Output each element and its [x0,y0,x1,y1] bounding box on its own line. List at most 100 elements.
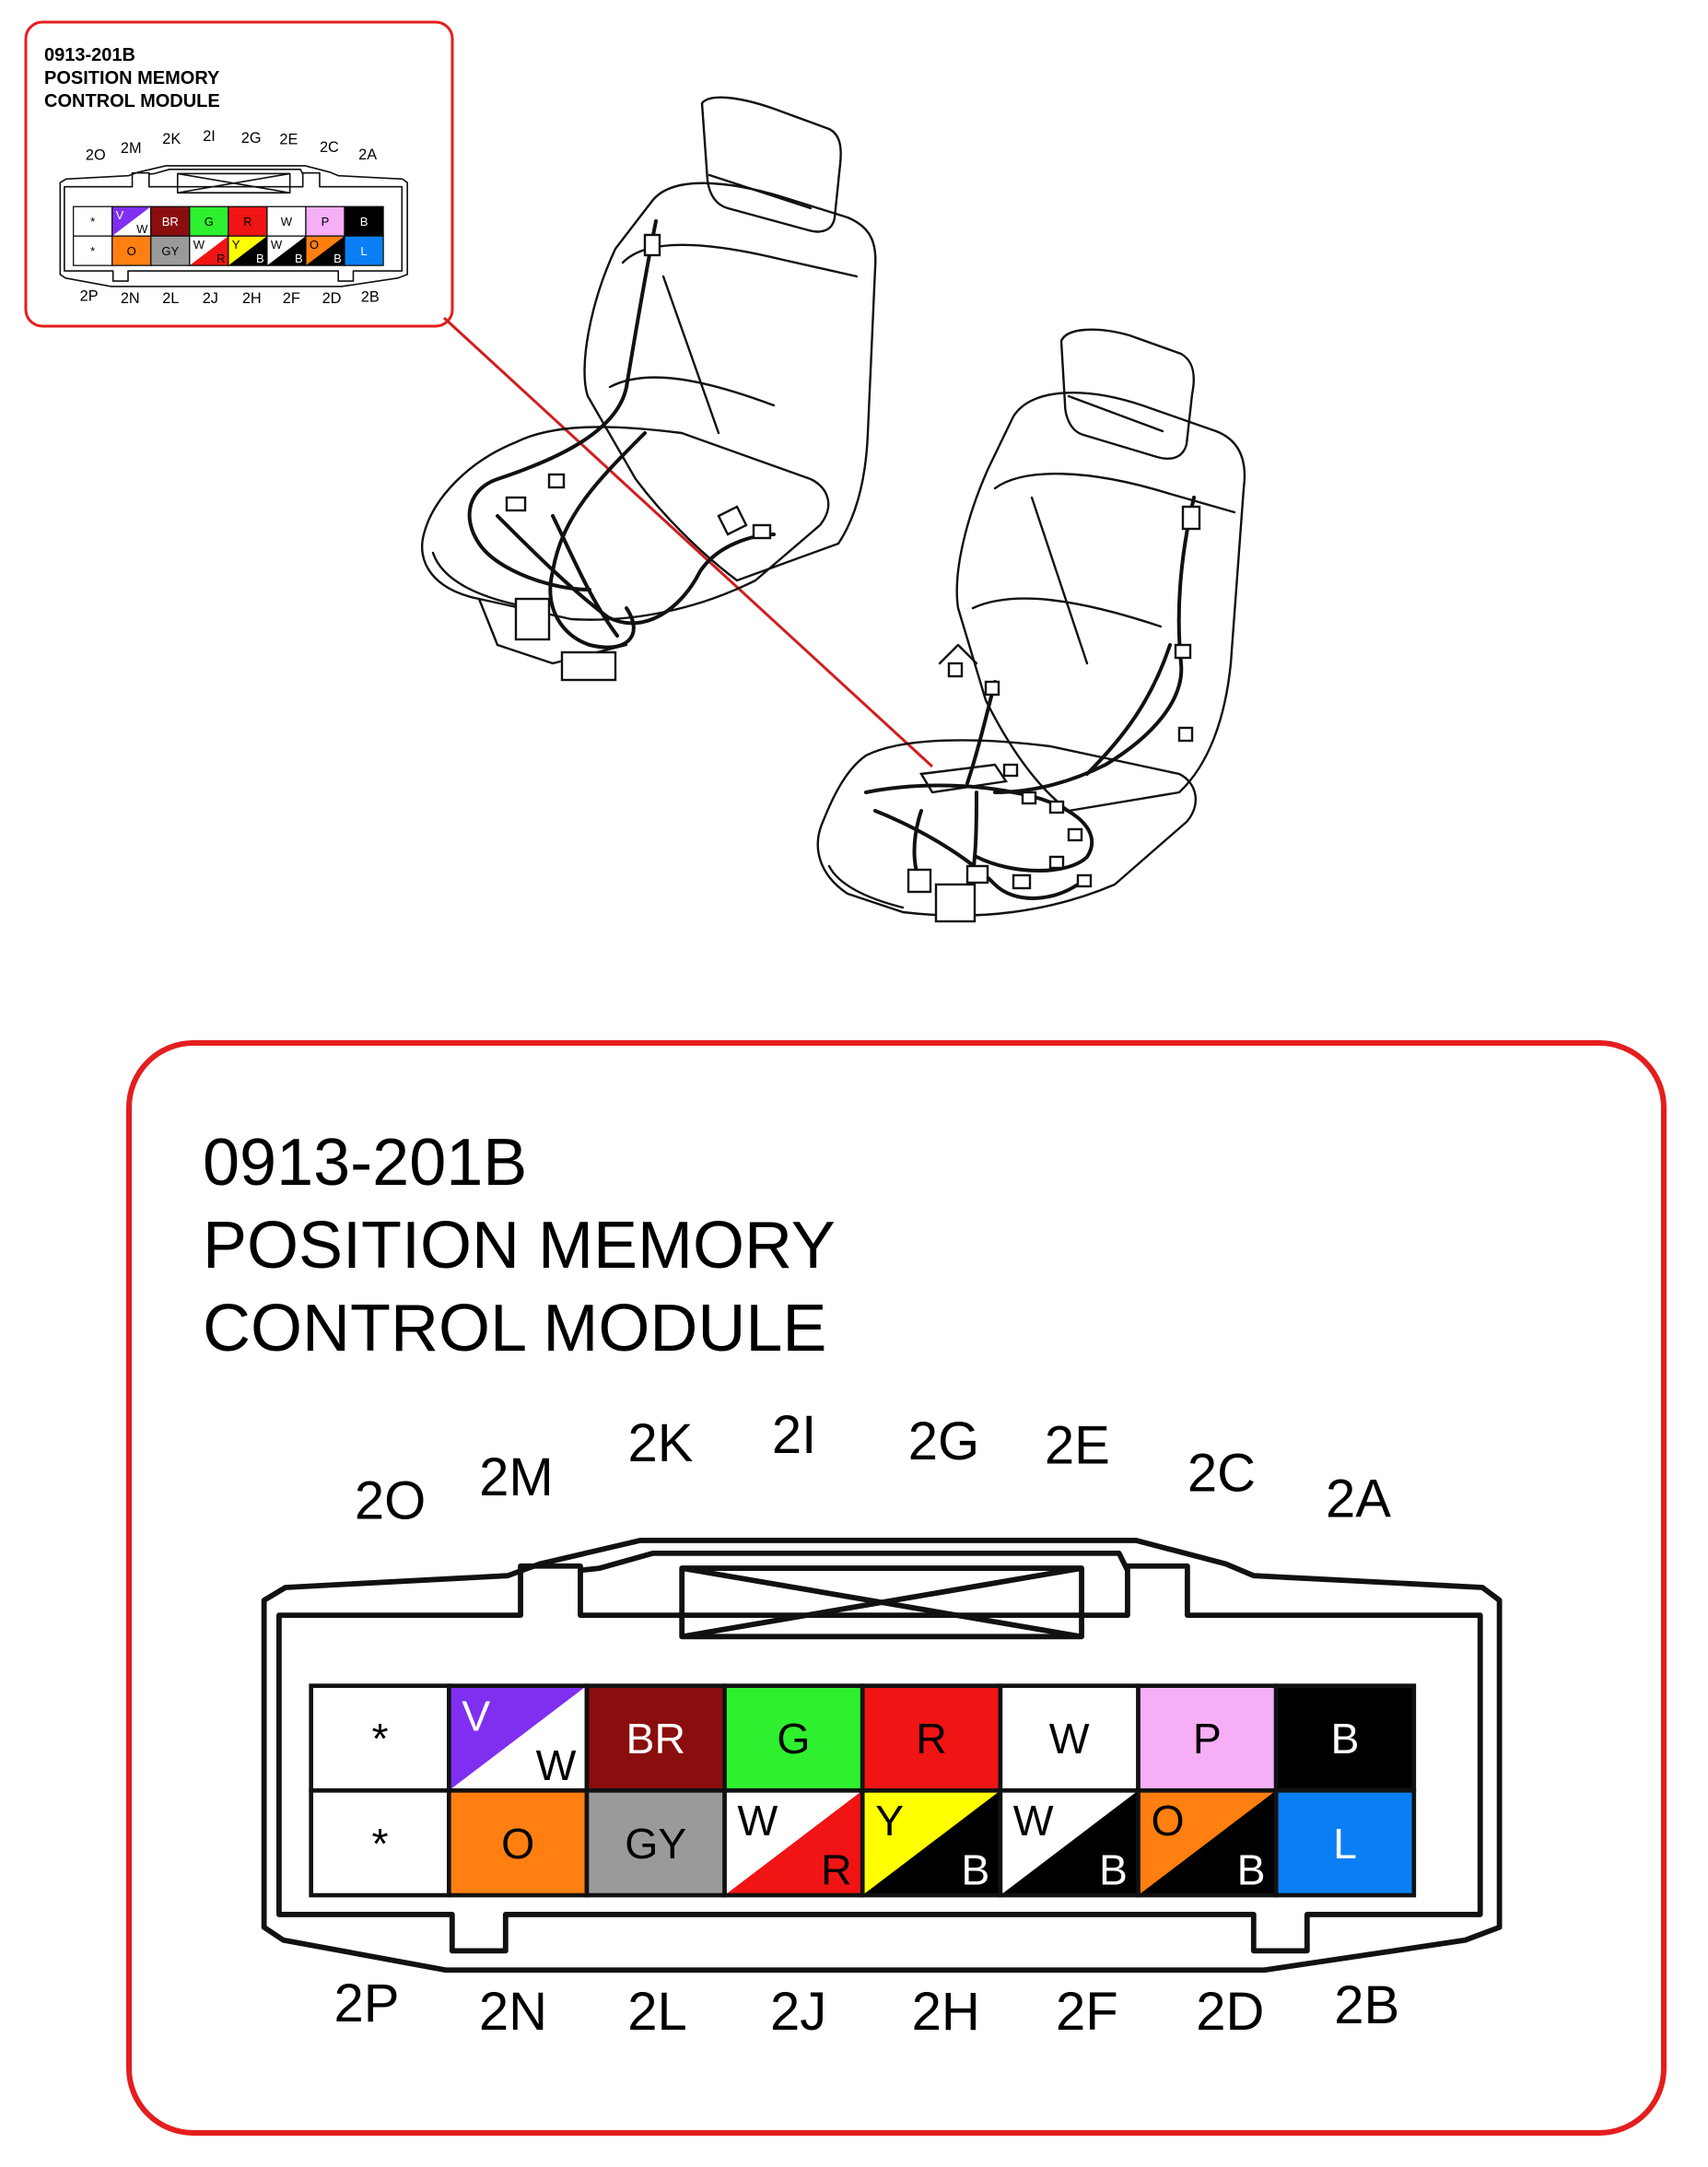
pin-color-secondary: B [1099,1845,1128,1893]
pin-color-secondary: B [333,252,342,265]
pin-color: L [360,244,367,258]
pin-color: GY [625,1820,686,1868]
pin-fill [310,1790,450,1896]
pin-color-primary: V [116,208,124,222]
pin-label-bottom: 2P [334,1974,400,2033]
pin-label-bottom: 2J [203,290,218,307]
leader-line [442,316,934,768]
module-title-line2: CONTROL MODULE [203,1292,826,1365]
pin-fill [305,206,345,237]
pin-label-top: 2G [908,1411,979,1471]
connector-pin-cell: W [998,1683,1141,1793]
connector-pin-cell: YB [228,235,268,266]
pin-fill [73,206,112,237]
pin-color-primary: W [271,238,283,252]
pin-fill [1276,1685,1414,1791]
pin-label-bottom: 2H [912,1982,980,2042]
pin-color: * [90,215,95,228]
pin-label-top: 2K [628,1413,694,1473]
pin-label-top: 2C [320,139,339,156]
connector-pin-cell: GY [150,235,191,266]
pin-color-primary: O [310,238,319,252]
pin-color-secondary: W [136,222,148,236]
connector-latch [148,169,304,175]
pin-label-top: 2O [86,146,106,163]
pin-color-primary: Y [875,1797,904,1845]
pin-label-top: 2M [121,140,142,157]
pin-fill [586,1790,725,1896]
pin-fill [586,1685,725,1791]
pin-color-secondary: R [216,252,225,265]
pin-fill [150,206,190,237]
pin-color: * [371,1715,388,1763]
pin-color: GY [161,244,179,258]
pin-color: L [1333,1820,1357,1868]
connector-keyway-cross [177,172,290,194]
connector-pin-cell: GY [584,1788,727,1898]
pin-fill [724,1685,863,1791]
pin-fill [1000,1685,1139,1791]
pin-fill [73,236,112,266]
pin-border [1273,1788,1417,1898]
connector-pin-cell: YB [860,1788,1003,1898]
pin-label-bottom: 2H [242,290,262,307]
connector-pin-cell: G [722,1683,865,1793]
pin-color: G [205,215,214,228]
pin-color-primary: W [738,1797,778,1845]
pin-label-top: 2I [203,128,216,145]
pin-label-bottom: 2B [1334,1975,1399,2035]
connector-pin-cell: O [446,1788,590,1898]
small-module-title-line2: CONTROL MODULE [44,91,220,111]
pin-fill [862,1685,1000,1791]
pin-color: P [322,215,330,228]
pin-color-secondary: W [536,1741,577,1789]
pin-label-bottom: 2N [479,1982,547,2042]
pin-color-primary: Y [232,238,240,252]
pin-color: BR [162,215,179,228]
connector-pin-cell: G [189,205,229,237]
pin-color: * [371,1820,388,1868]
small-module-code: 0913-201B [44,45,135,65]
pin-fill [150,236,190,266]
pin-color-primary: W [193,238,205,252]
pin-label-top: 2I [772,1405,816,1465]
pin-label-top: 2G [241,130,262,146]
pin-color: B [360,215,369,228]
pin-color: O [127,244,136,258]
pin-color: O [501,1820,534,1868]
pin-label-top: 2M [479,1447,554,1507]
pin-fill [111,236,151,266]
connector-pin-cell: BR [584,1683,727,1793]
pin-label-bottom: 2D [322,290,342,307]
pin-fill [189,206,228,237]
connector-pin-cell: * [72,235,113,266]
pin-color: R [243,215,252,228]
pin-label-top: 2O [355,1471,426,1531]
pin-color-secondary: B [961,1845,989,1893]
pin-fill [266,206,306,237]
pin-label-top: 2A [1326,1469,1391,1529]
connector-pin-cell: P [305,205,345,237]
connector-pin-cell: P [1136,1683,1279,1793]
connector-housing-inner [64,171,404,282]
small-module-title-line1: POSITION MEMORY [44,68,220,88]
connector-pin-cell: O [111,235,152,266]
connector-pin-cell: R [860,1683,1003,1793]
pin-color-primary: V [462,1692,490,1739]
pin-color-secondary: B [256,252,264,265]
pin-color: W [281,215,293,228]
connector-keyway [679,1565,1084,1640]
module-code: 0913-201B [203,1126,527,1200]
pin-label-top: 2E [279,131,298,147]
pin-label-bottom: 2B [361,288,380,305]
pin-label-bottom: 2L [162,290,179,307]
pin-fill [1276,1790,1414,1896]
connector-keyway-cross [681,1565,1082,1640]
connector-pin-cell: L [1273,1788,1417,1898]
pin-color: W [1049,1715,1090,1763]
connector-pin-cell: R [228,205,268,237]
pin-border [344,235,384,266]
connector-pin-cell: B [344,205,384,237]
